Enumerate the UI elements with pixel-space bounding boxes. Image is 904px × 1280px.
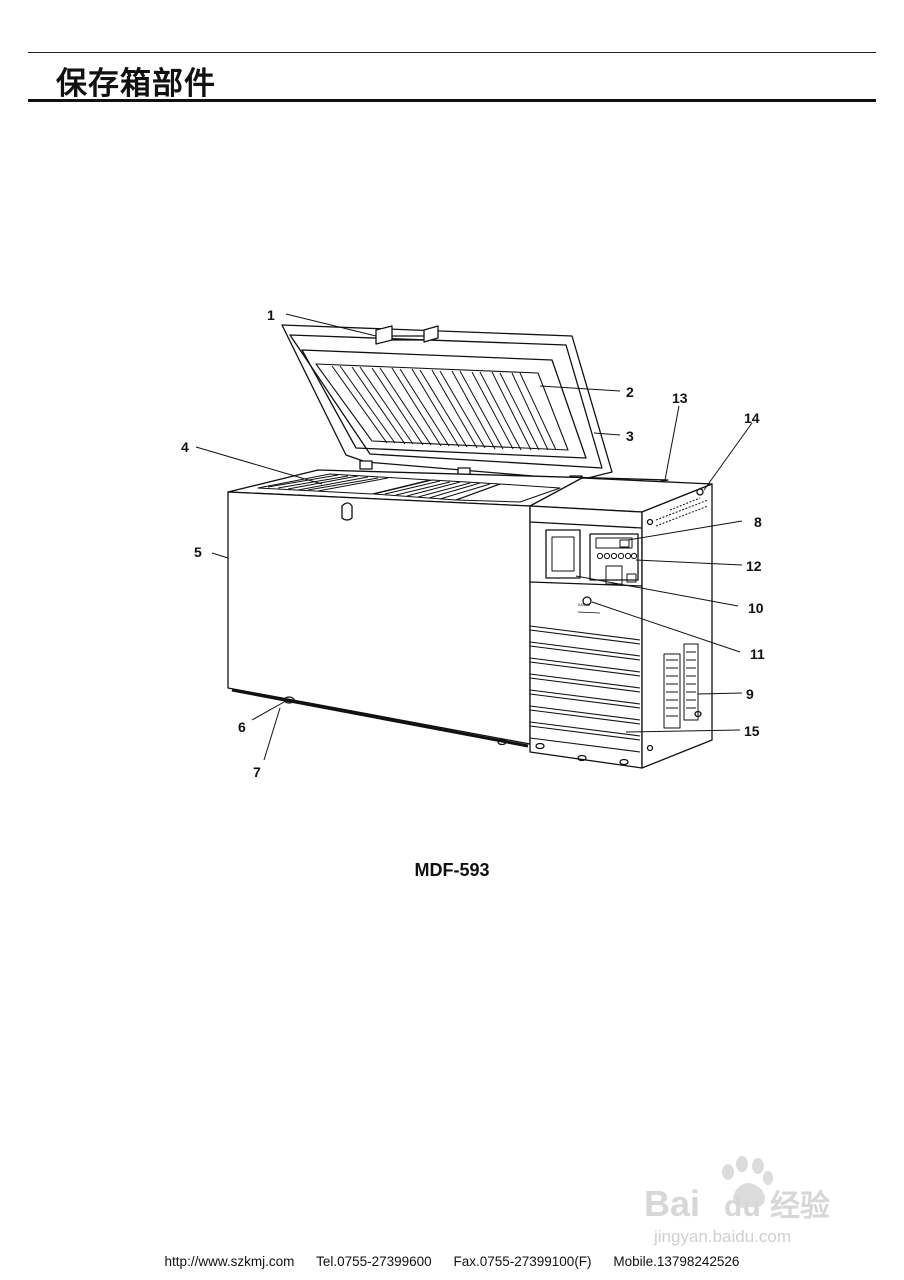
paw-icon <box>722 1156 773 1208</box>
page-title: 保存箱部件 <box>56 66 216 102</box>
callout-10: 10 <box>748 600 764 616</box>
header-rule-bottom <box>28 99 876 102</box>
header-rule-top <box>28 52 876 53</box>
callout-14: 14 <box>744 410 760 426</box>
callout-9: 9 <box>746 686 754 702</box>
callout-3: 3 <box>626 428 634 444</box>
footer-fax: Fax.0755-27399100(F) <box>453 1254 592 1269</box>
leader-lines <box>195 313 753 761</box>
machine-side <box>641 483 713 769</box>
front-lock <box>341 502 353 521</box>
display-button <box>619 539 630 548</box>
callout-4: 4 <box>181 439 189 455</box>
callout-12: 12 <box>746 558 762 574</box>
lid <box>281 324 613 481</box>
callout-7: 7 <box>253 764 261 780</box>
footer-url[interactable]: http://www.szkmj.com <box>164 1254 295 1269</box>
key-lock <box>582 596 592 606</box>
lid-gasket-slats <box>331 365 557 451</box>
callout-2: 2 <box>626 384 634 400</box>
callout-6: 6 <box>238 719 246 735</box>
watermark-cn: 经验 <box>770 1189 830 1223</box>
panel-brand: SANYO <box>578 603 591 607</box>
panel-buttons <box>596 552 638 560</box>
footer: http://www.szkmj.com Tel.0755-27399600 F… <box>0 1254 904 1269</box>
callout-8: 8 <box>754 514 762 530</box>
side-vents <box>655 497 709 729</box>
cabinet-front <box>227 491 531 745</box>
footer-tel: Tel.0755-27399600 <box>316 1254 432 1269</box>
inner-lids <box>257 473 561 503</box>
model-name: MDF-593 <box>414 860 490 880</box>
power-switch <box>605 565 623 585</box>
lid-latch <box>375 325 439 345</box>
temperature-display <box>595 537 633 549</box>
callout-15: 15 <box>744 723 760 739</box>
callout-1: 1 <box>267 307 275 323</box>
control-panel <box>589 533 639 581</box>
callout-11: 11 <box>750 646 765 662</box>
baidu-watermark: Bai du 经验 jingyan.baidu.com <box>644 1156 830 1246</box>
remote-alarm-terminal <box>626 573 637 583</box>
watermark-du: du <box>724 1190 761 1223</box>
callout-5: 5 <box>194 544 202 560</box>
access-port <box>545 529 581 579</box>
cabinet-base <box>231 688 529 748</box>
footer-mobile: Mobile.13798242526 <box>613 1254 740 1269</box>
watermark-bai: Bai <box>644 1183 700 1224</box>
watermark-site: jingyan.baidu.com <box>653 1227 791 1246</box>
casters <box>283 696 702 766</box>
vent-screw <box>696 488 704 496</box>
callout-13: 13 <box>672 390 688 406</box>
hinge-left <box>359 460 373 470</box>
front-louvres <box>529 625 641 753</box>
